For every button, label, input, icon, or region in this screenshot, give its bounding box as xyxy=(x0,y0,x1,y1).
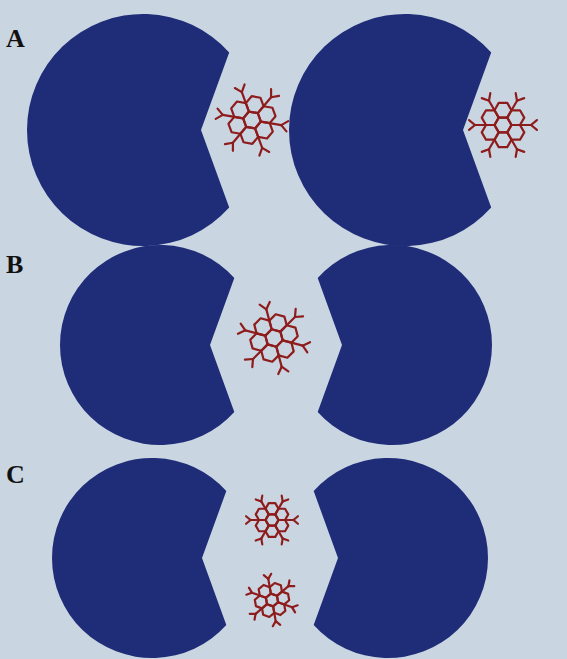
protein-shape xyxy=(318,245,492,445)
panel-letter: A xyxy=(6,26,25,52)
molecule xyxy=(469,93,537,157)
protein-shape xyxy=(60,245,234,445)
protein-shape xyxy=(289,14,491,246)
molecule xyxy=(246,496,298,545)
molecule xyxy=(211,81,293,160)
molecule xyxy=(231,296,318,380)
molecule xyxy=(239,568,304,631)
panel-letter: B xyxy=(6,252,23,278)
protein-shape xyxy=(27,14,229,246)
protein-shape xyxy=(314,458,488,658)
protein-shape xyxy=(52,458,226,658)
panel-letter: C xyxy=(6,462,25,488)
